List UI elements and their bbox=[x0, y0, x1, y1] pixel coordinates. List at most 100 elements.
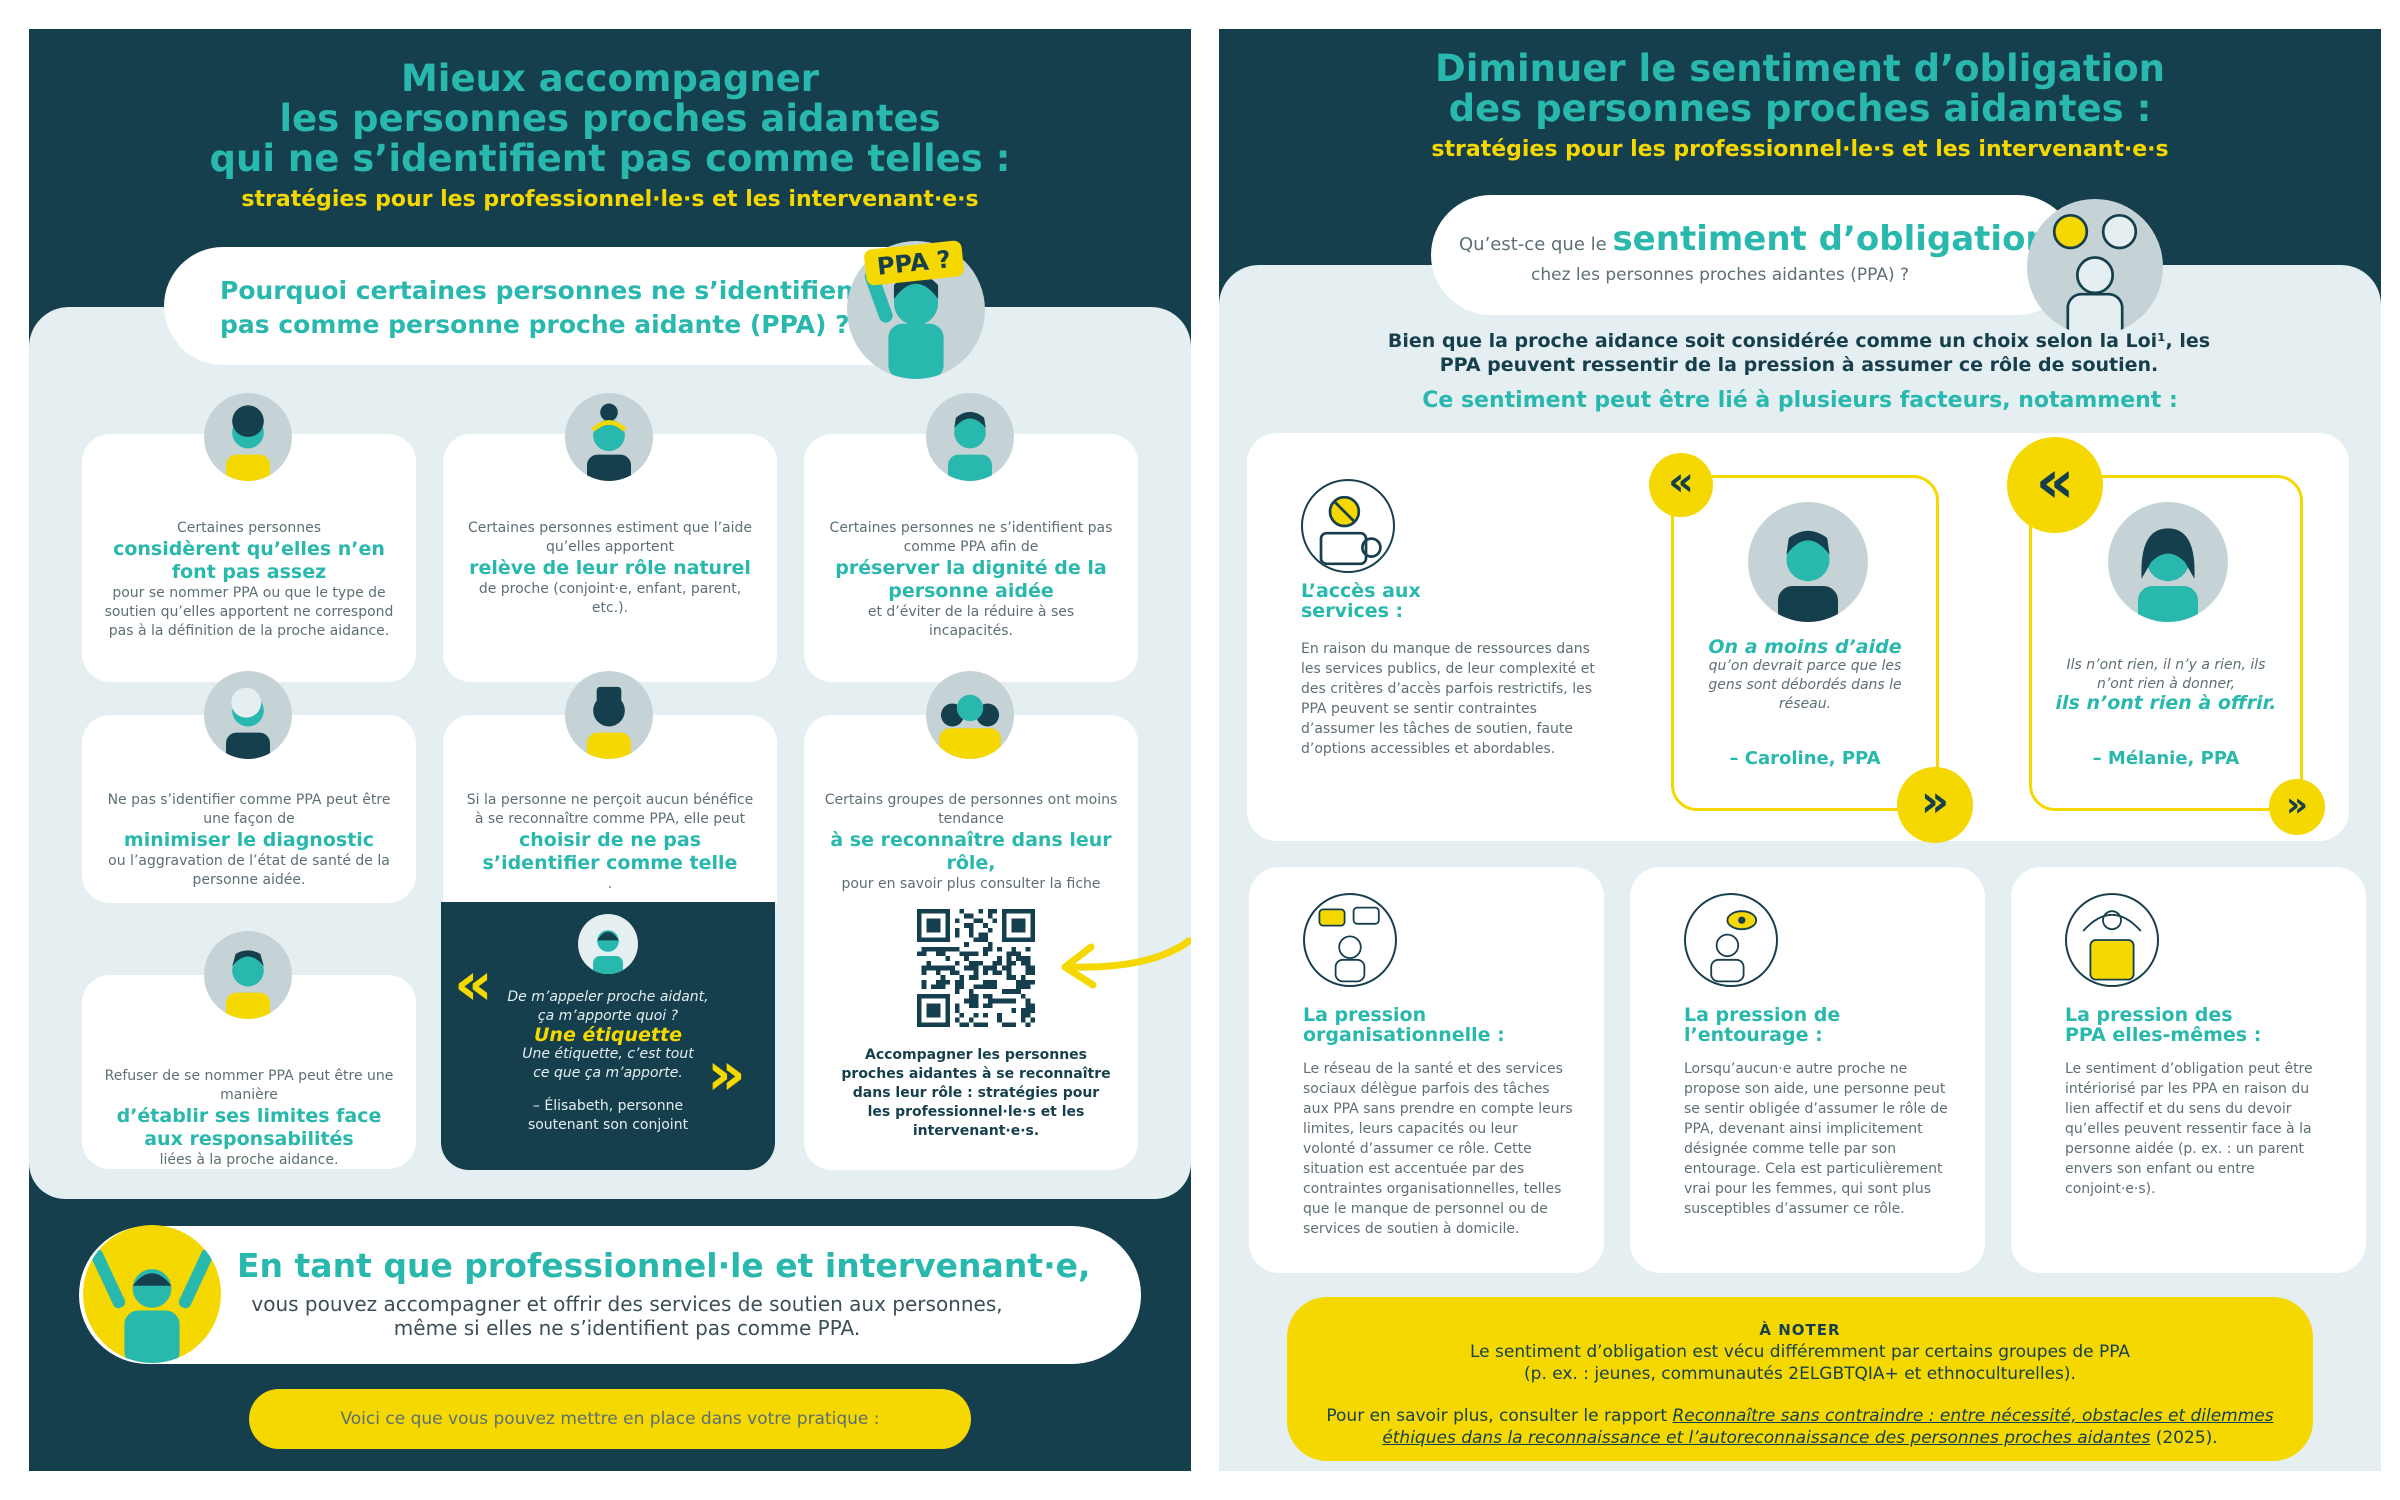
access-text: En raison du manque de ressources dans l… bbox=[1301, 641, 1595, 757]
note-box: À NOTER Le sentiment d’obligation est vé… bbox=[1287, 1297, 2313, 1461]
quote-highlight: On a moins d’aide bbox=[1708, 636, 1902, 658]
quote-body: Ils n’ont rien, il n’y a rien, ils n’ont… bbox=[2066, 657, 2266, 692]
report-link[interactable]: Reconnaître sans contraindre : entre néc… bbox=[1382, 1406, 2274, 1448]
quote-author: – Élisabeth, personne bbox=[532, 1098, 684, 1114]
card-text: Certaines personnes ne s’identifient pas… bbox=[829, 520, 1113, 555]
poster-left-title: Mieux accompagner les personnes proches … bbox=[29, 59, 1191, 179]
qr-code[interactable] bbox=[917, 909, 1035, 1027]
thinking-person-illustration bbox=[2027, 199, 2163, 335]
card-highlight: choisir de ne pas s’identifier comme tel… bbox=[482, 829, 738, 874]
person-icon bbox=[587, 403, 631, 481]
eye-watching-icon bbox=[1710, 910, 1758, 983]
person-icon bbox=[90, 1249, 214, 1363]
quote-text: Une étiquette, c’est tout bbox=[522, 1046, 694, 1062]
person-icon bbox=[864, 269, 944, 379]
question-suffix: chez les personnes proches aidantes (PPA… bbox=[1531, 265, 1910, 285]
definition-question: Qu’est-ce que le sentiment d’obligation bbox=[1459, 219, 2050, 259]
arrow-pointing-icon bbox=[1061, 937, 1191, 989]
note-reference: Pour en savoir plus, consulter le rappor… bbox=[1307, 1405, 2293, 1449]
poster-right: Diminuer le sentiment d’obligation des p… bbox=[1219, 29, 2381, 1471]
pressure-card-organisation: La pression organisationnelle : Le résea… bbox=[1249, 867, 1604, 1273]
card-highlight: d’établir ses limites face aux responsab… bbox=[116, 1105, 382, 1150]
avatar-person bbox=[204, 671, 292, 759]
card-text: Si la personne ne perçoit aucun bénéfice… bbox=[466, 792, 754, 827]
card-text: Le sentiment d’obligation peut être inté… bbox=[2065, 1061, 2313, 1197]
card-title: La pression organisationnelle : bbox=[1303, 1004, 1505, 1046]
quote-open-icon: « bbox=[454, 949, 493, 1019]
quote-close-icon: » bbox=[1897, 767, 1973, 843]
quote-highlight: ils n’ont rien à offrir. bbox=[2055, 692, 2277, 714]
person-icon bbox=[226, 950, 270, 1019]
person-icon bbox=[2138, 528, 2198, 622]
chat-bubbles-icon bbox=[1318, 906, 1380, 983]
card-title: La pression de l’entourage : bbox=[1684, 1004, 1841, 1046]
note-text: Le sentiment d’obligation est vécu diffé… bbox=[1287, 1341, 2313, 1385]
card-highlight: préserver la dignité de la personne aidé… bbox=[835, 557, 1107, 602]
title-line: des personnes proches aidantes : bbox=[1448, 87, 2152, 130]
definition-banner: Qu’est-ce que le sentiment d’obligation … bbox=[1431, 195, 2077, 315]
pressure-card-entourage: La pression de l’entourage : Lorsqu’aucu… bbox=[1630, 867, 1985, 1273]
avatar-melanie bbox=[2108, 502, 2228, 622]
quote-author: soutenant son conjoint bbox=[527, 1117, 689, 1133]
card-title: La pression des PPA elles-mêmes : bbox=[2065, 1004, 2262, 1046]
reason-card-1: Certaines personnes considèrent qu’elles… bbox=[82, 434, 416, 682]
qr-caption: Accompagner les personnes proches aidant… bbox=[841, 1047, 1111, 1139]
card-text: ou l’aggravation de l’état de santé de l… bbox=[108, 853, 390, 888]
question-highlight: sentiment d’obligation bbox=[1612, 219, 2050, 259]
person-icon bbox=[226, 687, 270, 759]
card-text: Certaines personnes bbox=[176, 520, 322, 536]
poster-right-subtitle: stratégies pour les professionnel·le·s e… bbox=[1431, 137, 2169, 162]
self-pressure-icon bbox=[2065, 893, 2159, 987]
card-text: Lorsqu’aucun·e autre proche ne propose s… bbox=[1684, 1061, 1948, 1217]
quote-text: Ils n’ont rien, il n’y a rien, ils n’ont… bbox=[2052, 656, 2280, 713]
report-year: (2025). bbox=[2155, 1428, 2218, 1448]
organisation-icon bbox=[1303, 893, 1397, 987]
factors-heading: Ce sentiment peut être lié à plusieurs f… bbox=[1422, 388, 2178, 413]
card-text: . bbox=[607, 876, 613, 892]
card-text: de proche (conjoint·e, enfant, parent, e… bbox=[478, 581, 742, 616]
question-banner: Pourquoi certaines personnes ne s’identi… bbox=[164, 247, 954, 365]
avatar-person bbox=[565, 671, 653, 759]
avatar-person bbox=[926, 393, 1014, 481]
person-icon bbox=[2052, 213, 2138, 335]
title-line: les personnes proches aidantes bbox=[279, 97, 941, 140]
note-more: Pour en savoir plus, consulter le rappor… bbox=[1326, 1406, 1668, 1426]
poster-left: Mieux accompagner les personnes proches … bbox=[29, 29, 1191, 1471]
avatar-elisabeth bbox=[578, 914, 638, 974]
person-icon bbox=[587, 686, 631, 759]
quote-text: De m’appeler proche aidant, bbox=[507, 989, 709, 1005]
note-line: Le sentiment d’obligation est vécu diffé… bbox=[1469, 1342, 2131, 1362]
card-highlight: minimiser le diagnostic bbox=[123, 829, 375, 851]
group-icon bbox=[939, 694, 1001, 759]
avatar-group bbox=[926, 671, 1014, 759]
weight-on-person-icon bbox=[2082, 910, 2142, 981]
avatar-person bbox=[204, 393, 292, 481]
card-text: pour se nommer PPA ou que le type de sou… bbox=[104, 585, 394, 639]
quote-highlight: Une étiquette bbox=[533, 1024, 682, 1046]
intro-text: Bien que la proche aidance soit considér… bbox=[1387, 330, 2211, 376]
bottom-text: vous pouvez accompagner et offrir des se… bbox=[251, 1292, 1003, 1340]
quote-body: qu’on devrait parce que les gens sont dé… bbox=[1708, 658, 1902, 712]
entourage-icon bbox=[1684, 893, 1778, 987]
access-services-card: L’accès aux services : En raison du manq… bbox=[1247, 433, 2349, 843]
question-prefix: Qu’est-ce que le bbox=[1459, 234, 1607, 255]
quote-close-icon: » bbox=[707, 1039, 746, 1109]
card-text: liées à la proche aidance. bbox=[159, 1152, 339, 1168]
qr-code-icon bbox=[917, 909, 1035, 1027]
quote-close-icon: » bbox=[2269, 779, 2325, 835]
person-icon bbox=[1778, 530, 1838, 622]
bottom-title: En tant que professionnel·le et interven… bbox=[237, 1246, 1091, 1285]
quote-block-elisabeth: De m’appeler proche aidant, ça m’apporte… bbox=[441, 902, 775, 1170]
title-line: Mieux accompagner bbox=[400, 57, 820, 100]
practice-pill: Voici ce que vous pouvez mettre en place… bbox=[249, 1389, 971, 1449]
card-text: pour en savoir plus consulter la fiche bbox=[841, 876, 1101, 892]
person-icon bbox=[948, 411, 992, 481]
card-highlight: considèrent qu’elles n’en font pas assez bbox=[113, 538, 385, 583]
card-highlight: relève de leur rôle naturel bbox=[469, 557, 751, 579]
avatar-person bbox=[204, 931, 292, 1019]
quote-author: – Caroline, PPA bbox=[1729, 748, 1881, 769]
quote-caroline: On a moins d’aide qu’on devrait parce qu… bbox=[1671, 475, 1939, 811]
bottom-banner: En tant que professionnel·le et interven… bbox=[79, 1226, 1141, 1364]
card-highlight: à se reconnaître dans leur rôle, bbox=[830, 829, 1112, 874]
avatar-person bbox=[565, 393, 653, 481]
